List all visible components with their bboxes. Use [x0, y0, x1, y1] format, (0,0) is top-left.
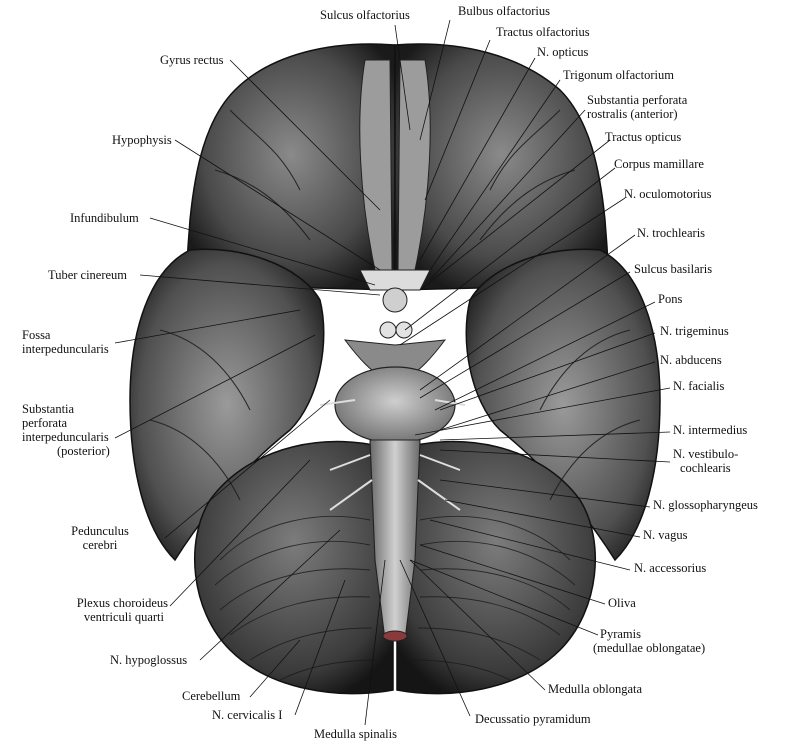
label-substantia-perforata-rostralis: Substantia perforata	[587, 93, 688, 107]
label-pedunculus-cerebri-2: cerebri	[82, 538, 118, 552]
label-medulla-oblongata: Medulla oblongata	[548, 682, 643, 696]
label-hypophysis: Hypophysis	[112, 133, 172, 147]
label-pedunculus-cerebri: Pedunculus	[71, 524, 129, 538]
label-n-trochlearis: N. trochlearis	[637, 226, 706, 240]
label-n-glossopharyngeus: N. glossopharyngeus	[653, 498, 758, 512]
label-sulcus-olfactorius: Sulcus olfactorius	[320, 8, 410, 22]
label-n-cervicalis-i: N. cervicalis I	[212, 708, 283, 722]
label-pyramis-2: (medullae oblongatae)	[593, 641, 706, 655]
label-bulbus-olfactorius: Bulbus olfactorius	[458, 4, 551, 18]
label-corpus-mamillare: Corpus mamillare	[614, 157, 704, 171]
label-n-vestibulocochlearis-2: cochlearis	[680, 461, 731, 475]
cerebellum-hemisphere-left	[194, 440, 394, 695]
label-sulcus-basilaris: Sulcus basilaris	[634, 262, 713, 276]
label-pons: Pons	[658, 292, 683, 306]
brainstem-medulla	[369, 439, 421, 641]
label-cerebellum: Cerebellum	[182, 689, 241, 703]
label-n-vestibulocochlearis: N. vestibulo-	[673, 447, 739, 461]
label-tractus-olfactorius: Tractus olfactorius	[496, 25, 590, 39]
label-n-opticus: N. opticus	[537, 45, 589, 59]
label-tractus-opticus: Tractus opticus	[605, 130, 682, 144]
label-substantia-perforata-interpeduncularis-4: (posterior)	[57, 444, 110, 458]
cerebellum-hemisphere-right	[396, 440, 596, 695]
label-n-oculomotorius: N. oculomotorius	[624, 187, 712, 201]
label-gyrus-rectus: Gyrus rectus	[160, 53, 224, 67]
label-pyramis: Pyramis	[600, 627, 641, 641]
label-plexus-choroideus: Plexus choroideus	[76, 596, 168, 610]
label-substantia-perforata-rostralis-2: rostralis (anterior)	[587, 107, 678, 121]
label-n-vagus: N. vagus	[643, 528, 688, 542]
label-substantia-perforata-interpeduncularis-2: perforata	[22, 416, 68, 430]
label-n-trigeminus: N. trigeminus	[660, 324, 729, 338]
label-n-intermedius: N. intermedius	[673, 423, 748, 437]
label-fossa-interpeduncularis: Fossa	[22, 328, 51, 342]
label-fossa-interpeduncularis-2: interpeduncularis	[22, 342, 109, 356]
label-substantia-perforata-interpeduncularis: Substantia	[22, 402, 75, 416]
label-substantia-perforata-interpeduncularis-3: interpeduncularis	[22, 430, 109, 444]
label-plexus-choroideus-2: ventriculi quarti	[83, 610, 164, 624]
label-medulla-spinalis: Medulla spinalis	[314, 727, 397, 741]
label-n-facialis: N. facialis	[673, 379, 725, 393]
label-decussatio-pyramidum: Decussatio pyramidum	[475, 712, 591, 726]
label-n-accessorius: N. accessorius	[634, 561, 707, 575]
label-trigonum-olfactorium: Trigonum olfactorium	[563, 68, 674, 82]
label-tuber-cinereum: Tuber cinereum	[48, 268, 128, 282]
label-oliva: Oliva	[608, 596, 636, 610]
label-n-abducens: N. abducens	[660, 353, 722, 367]
label-n-hypoglossus: N. hypoglossus	[110, 653, 188, 667]
label-infundibulum: Infundibulum	[70, 211, 139, 225]
